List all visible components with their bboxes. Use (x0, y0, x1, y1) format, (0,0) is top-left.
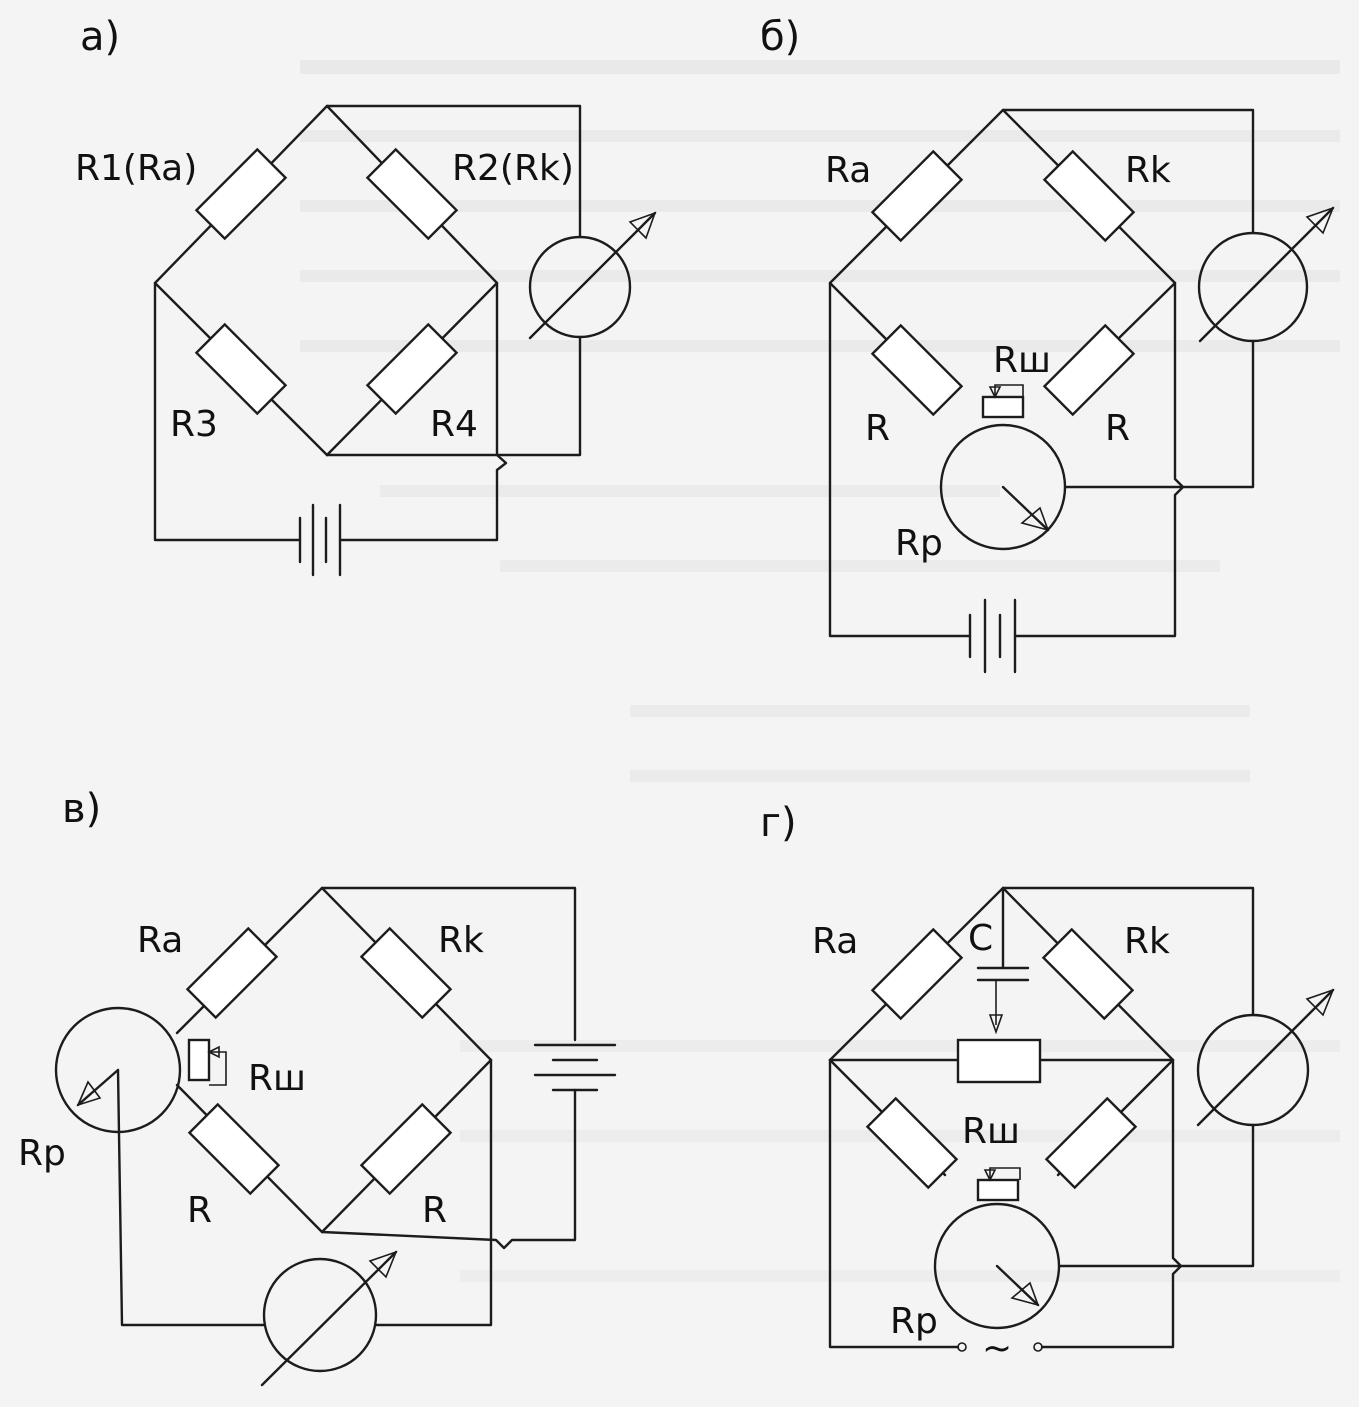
panel-a-caption: а) (80, 14, 120, 60)
resistor-r-left (870, 323, 964, 417)
label-r1: R1(Ra) (75, 148, 197, 189)
ac-terminal-right (1033, 1342, 1043, 1352)
bleed-through-background (300, 60, 1340, 1282)
shunt-tap-arrow (207, 1045, 220, 1059)
label-r-right: R (422, 1190, 447, 1231)
resistor-rk (359, 926, 453, 1020)
meter-wire-return (1063, 339, 1255, 489)
meter-wire-return (325, 335, 582, 457)
resistor-r-right (1044, 1096, 1138, 1190)
panel-v: в) Ra Rk Rш R R (18, 786, 617, 1387)
label-rsh: Rш (248, 1058, 306, 1099)
battery (533, 1043, 617, 1092)
panel-v-caption: в) (62, 786, 101, 832)
panel-g-caption: г) (760, 800, 797, 846)
ac-wire-right (1040, 1058, 1183, 1349)
arrow-head (1010, 1281, 1040, 1307)
battery-wire-right (1013, 281, 1185, 638)
label-rsh: Rш (993, 340, 1051, 381)
label-rp: Rp (895, 523, 943, 564)
battery-wire-left (153, 281, 302, 542)
panel-b: б) Ra Rk Rш R R Rp (760, 14, 1335, 674)
rheostat-wiper (76, 1068, 120, 1107)
resistor-r-left (865, 1096, 959, 1190)
label-ra: Ra (137, 920, 183, 961)
resistor-rk (1042, 149, 1136, 243)
label-rk: Rk (1124, 921, 1170, 962)
meter-wire (325, 104, 582, 239)
galvanometer (1197, 231, 1309, 343)
arrow-head (368, 1250, 398, 1279)
label-rp: Rp (890, 1301, 938, 1342)
resistor-ra (185, 926, 279, 1020)
meter-wire (1001, 108, 1255, 235)
galvanometer-arrow (528, 211, 657, 340)
meter-wire-left (116, 1068, 266, 1327)
resistor-middle (956, 1038, 1042, 1084)
arrow-head (1305, 206, 1335, 235)
shunt-tap (994, 384, 1024, 397)
label-ra: Ra (825, 150, 871, 191)
resistor-ra (870, 149, 964, 243)
ac-wire-left (828, 1058, 960, 1349)
galvanometer-arrow (1196, 988, 1335, 1127)
shunt-tap-arrow (988, 386, 1002, 399)
label-r4: R4 (430, 404, 478, 445)
shunt-rsh (981, 395, 1025, 419)
galvanometer (262, 1257, 378, 1373)
arrow-head (1305, 988, 1335, 1017)
galvanometer-arrow (260, 1250, 398, 1387)
label-rp: Rp (18, 1133, 66, 1174)
label-ra: Ra (812, 921, 858, 962)
meter-wire-return (1058, 1123, 1255, 1268)
battery (968, 598, 1017, 674)
meter-wire (1001, 886, 1255, 1017)
galvanometer (1196, 1013, 1310, 1127)
arrow-head (1020, 506, 1050, 532)
rheostat-wiper (1001, 485, 1050, 532)
resistor-rk (1041, 927, 1135, 1021)
battery-wire-right (338, 281, 508, 542)
shunt-tap (209, 1051, 227, 1086)
arrow-head (628, 211, 657, 240)
panel-a: а) R1(Ra) R2(Rk) R3 R4 (75, 14, 657, 577)
label-r-right: R (1105, 408, 1130, 449)
battery-wire-top (320, 886, 577, 1042)
galvanometer-arrow (1198, 206, 1335, 343)
resistor-r-left (187, 1102, 281, 1196)
ac-source-symbol: ~ (982, 1328, 1012, 1369)
resistor-r-right (359, 1102, 453, 1196)
shunt-tap (989, 1167, 1021, 1180)
shunt-rsh (187, 1038, 211, 1082)
ac-terminal-left (957, 1342, 967, 1352)
label-rk: Rk (438, 920, 484, 961)
resistor-ra (870, 927, 964, 1021)
label-c: C (968, 918, 993, 959)
label-r-left: R (187, 1190, 212, 1231)
battery-wire-left (828, 281, 972, 638)
label-r3: R3 (170, 404, 218, 445)
shunt-tap-arrow (983, 1169, 997, 1182)
galvanometer (528, 235, 632, 339)
label-rk: Rk (1125, 150, 1171, 191)
meter-wire-right (374, 1058, 493, 1327)
arrow-head (76, 1080, 102, 1107)
resistor-r3 (194, 322, 288, 416)
shunt-rsh (976, 1178, 1020, 1202)
label-rsh: Rш (962, 1111, 1020, 1152)
label-r-left: R (865, 408, 890, 449)
resistor-r2 (365, 147, 459, 241)
resistor-r1 (194, 147, 288, 241)
resistor-r4 (365, 322, 459, 416)
panel-g: г) (760, 800, 1335, 1369)
rheostat-wiper (995, 1264, 1040, 1307)
label-r2: R2(Rk) (452, 148, 574, 189)
resistor-r-right (1042, 323, 1136, 417)
battery (298, 503, 342, 577)
panel-b-caption: б) (760, 14, 800, 60)
arrow-head (988, 1014, 1004, 1035)
battery-wire-bottom (320, 1088, 577, 1250)
